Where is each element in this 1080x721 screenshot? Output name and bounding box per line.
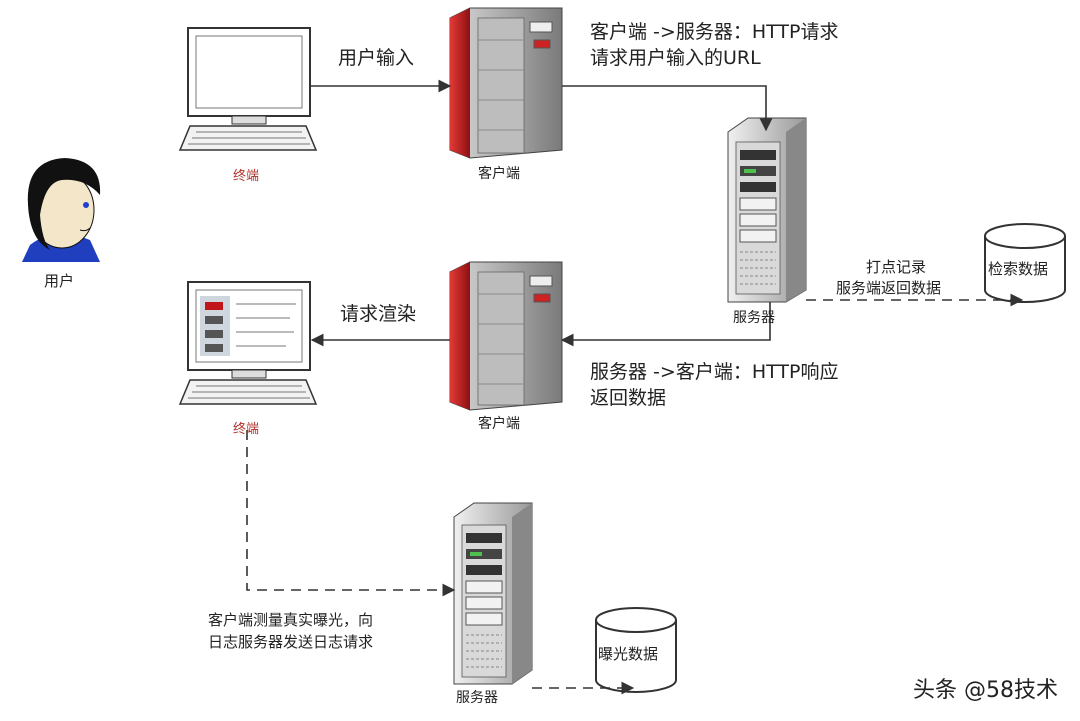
client-mid-icon <box>449 261 563 411</box>
arrow-http-response <box>560 302 771 347</box>
label-http-request-2: 请求用户输入的URL <box>590 47 761 69</box>
label-http-response-1: 服务器 ->客户端：HTTP响应 <box>590 361 839 383</box>
label-terminal-mid: 终端 <box>233 422 260 437</box>
terminal-top-icon <box>178 27 318 151</box>
label-exposure-log-1: 客户端测量真实曝光，向 <box>208 611 374 629</box>
server-right-icon <box>727 117 807 303</box>
watermark: 头条 @58技术 <box>913 678 1058 703</box>
db-search-icon <box>984 223 1066 303</box>
label-terminal-top: 终端 <box>233 169 260 184</box>
label-db-exposure: 曝光数据 <box>598 645 659 663</box>
db-exposure-icon <box>595 607 677 693</box>
label-http-request-1: 客户端 ->服务器：HTTP请求 <box>590 21 839 43</box>
label-log-record-2: 服务端返回数据 <box>836 279 942 297</box>
arrow-http-request <box>562 85 773 132</box>
server-bottom-icon <box>453 502 533 685</box>
user-figure-icon <box>22 158 101 262</box>
arrow-exposure-log <box>246 430 456 597</box>
label-server-right: 服务器 <box>733 310 775 326</box>
label-http-response-2: 返回数据 <box>590 387 667 409</box>
client-top-icon <box>449 7 563 159</box>
label-server-bottom: 服务器 <box>456 690 498 706</box>
label-db-search: 检索数据 <box>988 260 1049 278</box>
connectors <box>246 79 1024 695</box>
label-exposure-log-2: 日志服务器发送日志请求 <box>208 633 374 651</box>
label-client-top: 客户端 <box>478 166 520 182</box>
terminal-mid-icon <box>178 281 318 405</box>
label-user: 用户 <box>44 272 75 290</box>
label-request-render: 请求渲染 <box>340 303 417 325</box>
label-client-mid: 客户端 <box>478 416 520 432</box>
label-log-record-1: 打点记录 <box>866 258 927 276</box>
label-user-input: 用户输入 <box>338 47 415 69</box>
